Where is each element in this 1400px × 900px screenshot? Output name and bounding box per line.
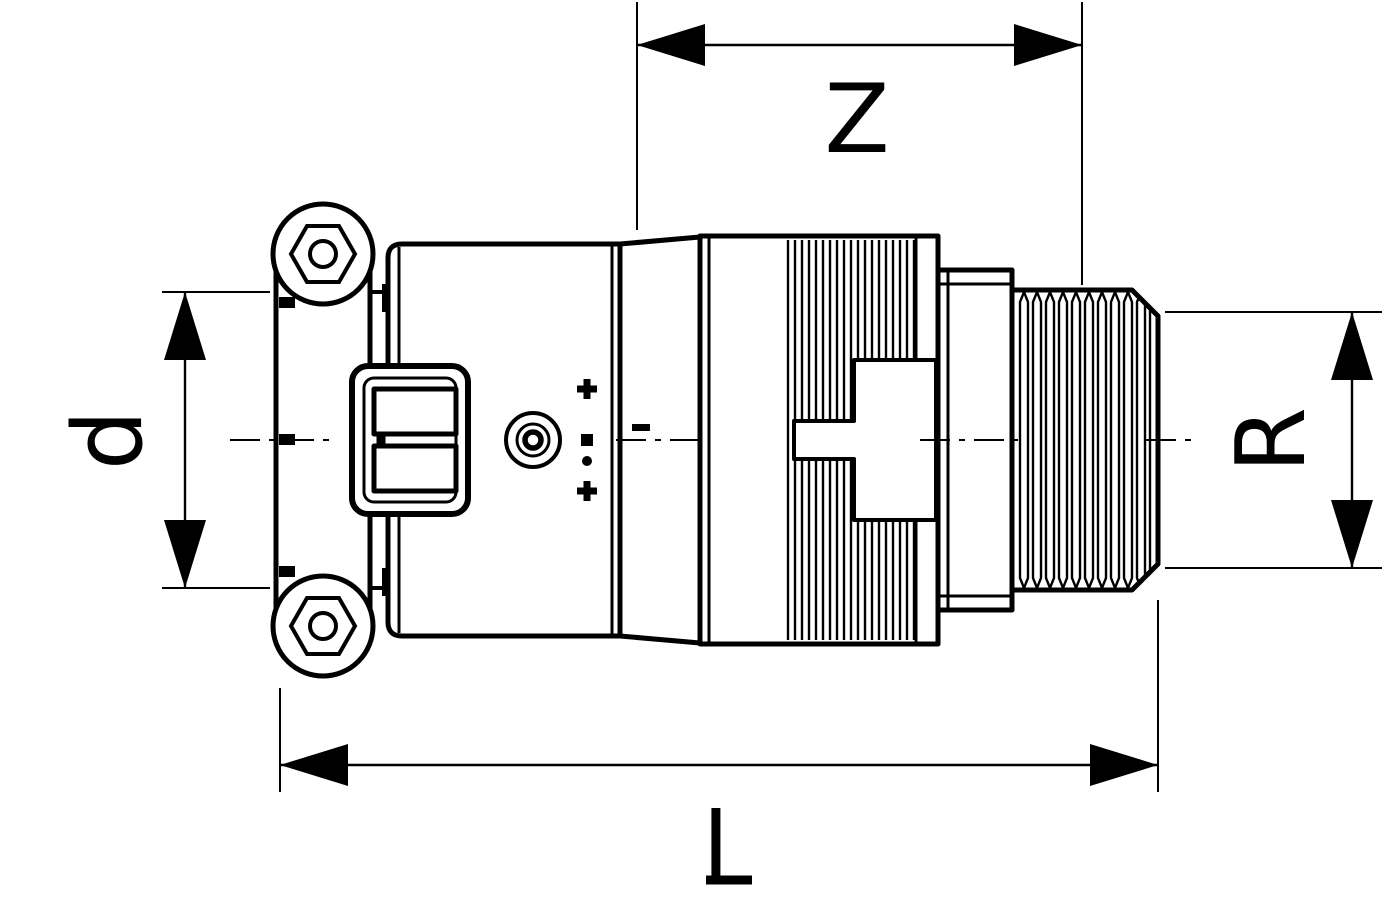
r-arrowhead-bottom	[1331, 500, 1373, 568]
dimension-z: Z	[636, 2, 1083, 285]
dimension-label-d: d	[54, 410, 164, 470]
indicator-middle-ring	[515, 422, 551, 458]
l-arrowhead-right	[1090, 744, 1158, 786]
bolt-hex-bottom	[288, 596, 358, 656]
dimension-label-z: Z	[824, 65, 889, 175]
clip-inner-frame	[362, 376, 458, 504]
dimension-label-r: R	[1217, 407, 1327, 473]
clip-slot-top	[371, 386, 459, 437]
r-arrowhead-top	[1331, 312, 1373, 380]
dot-mark	[582, 456, 592, 466]
square-mark	[581, 434, 593, 446]
d-arrowhead-top	[164, 292, 206, 360]
flange-body-connectors	[370, 290, 388, 590]
male-thread	[1009, 287, 1161, 593]
z-arrowhead-right	[1014, 24, 1082, 66]
plus-mark-top	[577, 379, 597, 399]
clip-slot-bottom	[371, 443, 459, 494]
flange-lobe-bottom	[270, 573, 376, 679]
dash-mark	[632, 424, 650, 431]
indicator-center-ring	[522, 429, 544, 451]
bolt-hex-top	[288, 224, 358, 284]
clip-window	[349, 363, 471, 517]
indicator-rings	[504, 411, 562, 469]
dimension-l: l	[279, 600, 1159, 900]
dimension-r: R	[1165, 311, 1382, 569]
flange-lobe-top	[270, 201, 376, 307]
l-arrowhead-left	[280, 744, 348, 786]
dimension-d: d	[54, 291, 270, 589]
z-arrowhead-left	[637, 24, 705, 66]
bolt-circle-bottom	[308, 611, 338, 641]
d-arrowhead-bottom	[164, 520, 206, 588]
flange-notch-bottom	[279, 566, 295, 577]
body-transition-lines	[617, 234, 703, 646]
molding-marks	[577, 379, 650, 501]
ribbed-collar	[697, 233, 941, 647]
indicator-outer-ring	[504, 411, 562, 469]
bolt-circle-top	[308, 239, 338, 269]
hex-collar-chamfer-lines	[940, 282, 1012, 598]
plus-mark-bottom	[577, 481, 597, 501]
flange-notch-top	[279, 297, 295, 308]
